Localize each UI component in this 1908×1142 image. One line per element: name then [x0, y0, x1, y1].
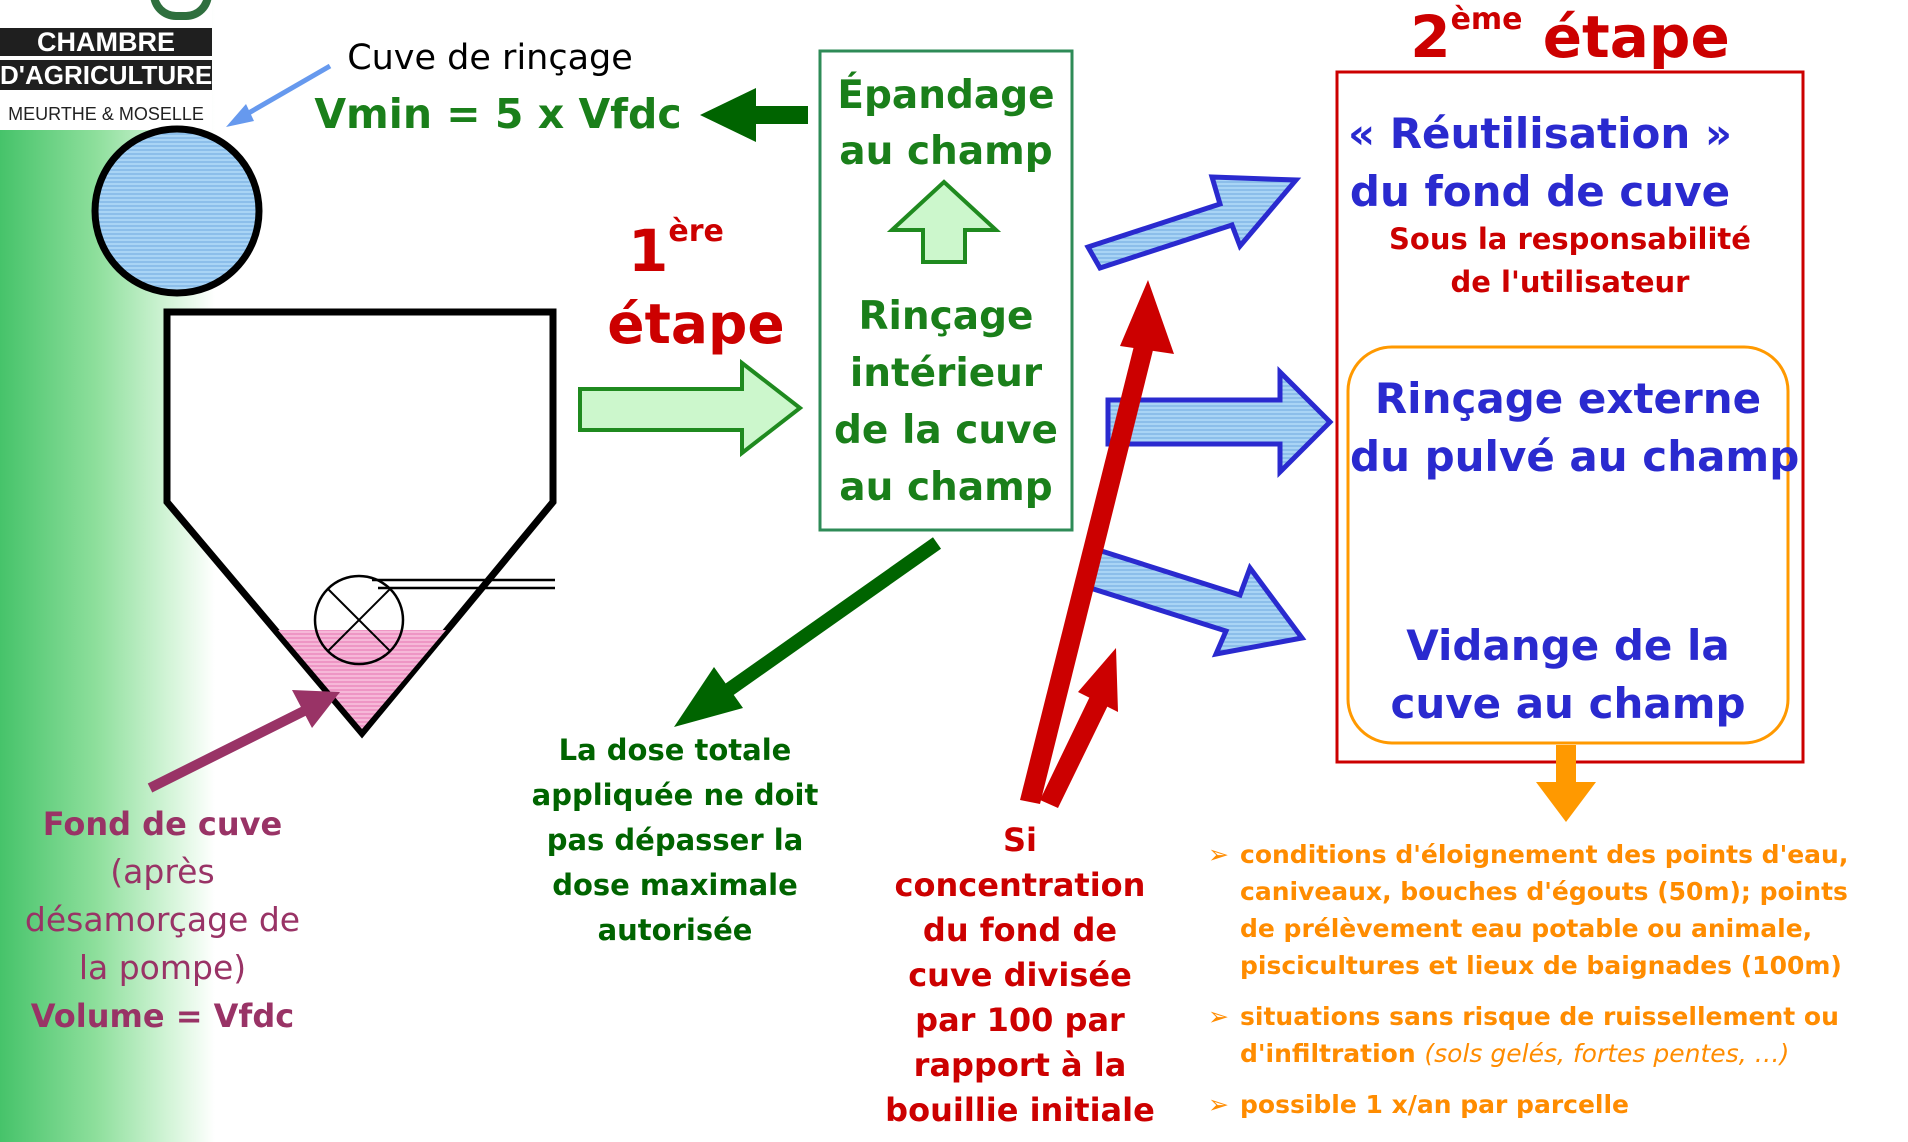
external-rinse-option: Rinçage externe du pulvé au champ [1350, 370, 1800, 486]
concentration-note: Si concentration du fond de cuve divisée… [880, 818, 1160, 1133]
spreading-title: Épandage au champ [820, 68, 1072, 180]
condition-item: ➢ situations sans risque de ruissellemen… [1200, 998, 1908, 1072]
condition-line: piscicultures et lieux de baignades (100… [1240, 951, 1842, 980]
spreading-box-frame [818, 49, 1074, 532]
step2-label: 2ème étape [1400, 2, 1740, 71]
spreading-title-line1: Épandage [837, 73, 1055, 118]
step1-label: 1ère [628, 214, 724, 285]
blue-arrow-external [1105, 365, 1334, 479]
blue-pointer-arrow [226, 63, 332, 127]
bullet-arrow-icon: ➢ [1208, 1090, 1229, 1119]
dose-note-line: La dose totale [558, 733, 792, 767]
step1-number: 1 [628, 217, 669, 285]
tank-bottom-line: désamorçage de [24, 900, 301, 939]
condition-line: possible 1 x/an par parcelle [1240, 1090, 1630, 1119]
dark-green-arrow-down [674, 537, 942, 727]
tank-bottom-title: Fond de cuve [42, 805, 283, 843]
step1-word: étape [607, 292, 785, 356]
chamber-logo: CHAMBRE D'AGRICULTURE MEURTHE & MOSELLE [0, 0, 212, 130]
spreading-title-line2: au champ [839, 129, 1053, 174]
pump-icon [313, 574, 555, 666]
logo-line-1: CHAMBRE [0, 28, 212, 56]
concentration-line: rapport à la [913, 1046, 1127, 1084]
orange-options-frame [1346, 345, 1790, 745]
tank-bottom-volume: Volume = Vfdc [30, 997, 295, 1035]
tank-liquid [278, 630, 446, 729]
dose-note-line: pas dépasser la [546, 823, 804, 857]
red-arrow-short [1040, 648, 1118, 808]
concentration-line: concentration [894, 866, 1146, 904]
bullet-arrow-icon: ➢ [1208, 1002, 1229, 1031]
dose-note-line: dose maximale [552, 868, 798, 902]
reuse-note: Sous la responsabilité de l'utilisateur [1360, 218, 1780, 304]
main-tank [163, 308, 557, 739]
reuse-line2: du fond de cuve [1349, 167, 1731, 216]
condition-item: ➢ conditions d'éloignement des points d'… [1200, 836, 1908, 984]
concentration-line: bouillie initiale [885, 1091, 1155, 1129]
condition-line-text: d'infiltration [1240, 1039, 1416, 1068]
dark-green-arrow-left [700, 88, 808, 142]
tank-bottom-line: la pompe) [78, 948, 247, 987]
drain-option: Vidange de la cuve au champ [1350, 617, 1786, 733]
inner-rinse-line: Rinçage [858, 294, 1034, 339]
concentration-line: du fond de [922, 911, 1118, 949]
rinse-tank-circle [91, 125, 263, 297]
orange-arrow [1536, 745, 1596, 822]
rinse-tank-formula: Vmin = 5 x Vfdc [314, 90, 682, 138]
blue-arrow-reuse [1084, 174, 1302, 272]
rinse-tank-label: Cuve de rinçage [347, 38, 633, 78]
purple-arrow [147, 690, 340, 793]
condition-line: d'infiltration (sols gelés, fortes pente… [1240, 1035, 1908, 1072]
condition-line: conditions d'éloignement des points d'ea… [1240, 840, 1849, 869]
external-line1: Rinçage externe [1374, 374, 1762, 423]
inner-rinse-line: au champ [839, 465, 1053, 510]
step1-suffix: ère [668, 214, 724, 249]
concentration-line: Si [1002, 821, 1037, 859]
red-arrow-tall [1020, 280, 1174, 804]
logo-line-2: D'AGRICULTURE [0, 60, 213, 90]
concentration-line: par 100 par [915, 1001, 1125, 1039]
reuse-line1: « Réutilisation » [1347, 109, 1733, 158]
condition-line-italic: (sols gelés, fortes pentes, …) [1424, 1039, 1790, 1068]
inner-rinse-line: de la cuve [834, 408, 1058, 453]
conditions-list: ➢ conditions d'éloignement des points d'… [1200, 836, 1908, 1137]
light-green-arrow [578, 358, 804, 458]
drain-line1: Vidange de la [1406, 621, 1730, 670]
blue-arrow-drain [1081, 544, 1307, 658]
reuse-option: « Réutilisation » du fond de cuve [1340, 105, 1740, 221]
dose-note-line: appliquée ne doit [531, 778, 819, 812]
inner-rinse-text: Rinçage intérieur de la cuve au champ [820, 288, 1072, 516]
dose-note-line: autorisée [597, 913, 753, 947]
step2-number: 2 [1410, 3, 1451, 71]
condition-line: caniveaux, bouches d'égouts (50m); point… [1240, 877, 1848, 906]
inner-rinse-line: intérieur [849, 351, 1043, 396]
external-line2: du pulvé au champ [1350, 432, 1800, 481]
bullet-arrow-icon: ➢ [1208, 840, 1229, 869]
reuse-note-line1: Sous la responsabilité [1389, 222, 1751, 256]
step2-suffix: ème [1450, 2, 1523, 37]
drain-line2: cuve au champ [1390, 679, 1746, 728]
condition-item: ➢ possible 1 x/an par parcelle [1200, 1086, 1908, 1123]
tank-bottom-label: Fond de cuve (après désamorçage de la po… [0, 800, 325, 1040]
tank-bottom-line: (après [110, 852, 215, 891]
light-green-up-arrow [886, 179, 1002, 264]
reuse-note-line2: de l'utilisateur [1450, 265, 1690, 299]
concentration-line: cuve divisée [908, 956, 1132, 994]
dose-note: La dose totale appliquée ne doit pas dép… [505, 728, 845, 953]
condition-line: situations sans risque de ruissellement … [1240, 1002, 1839, 1031]
logo-line-3: MEURTHE & MOSELLE [8, 104, 204, 124]
step2-word: étape [1542, 3, 1730, 71]
condition-line: de prélèvement eau potable ou animale, [1240, 914, 1813, 943]
